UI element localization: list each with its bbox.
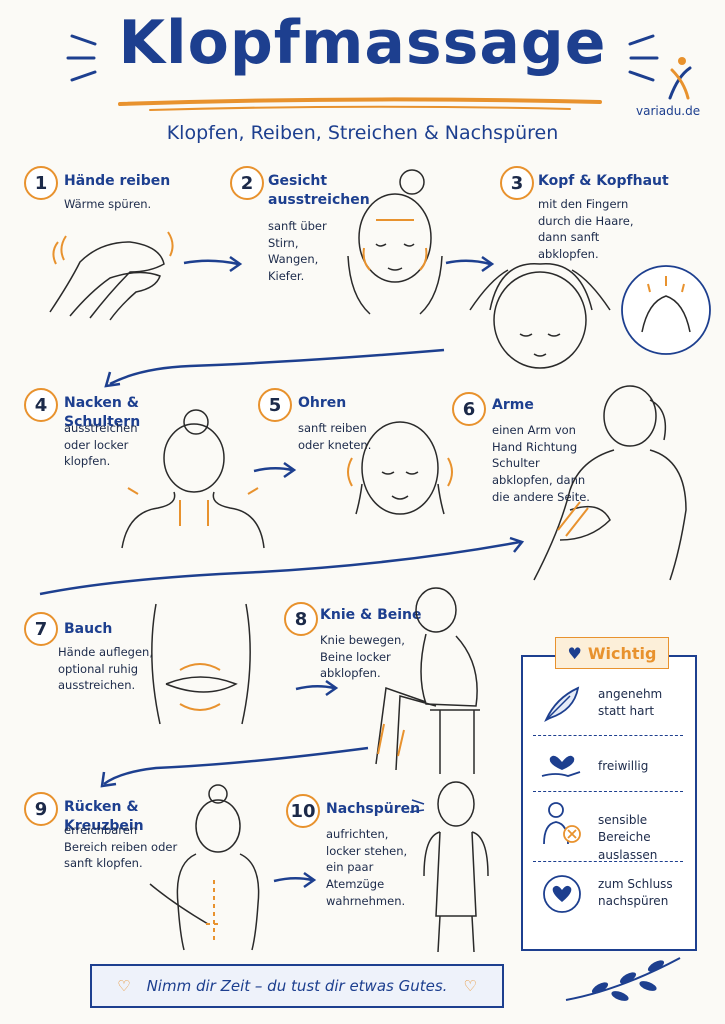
heart-outline-icon: ♡ bbox=[117, 977, 131, 995]
feather-icon bbox=[544, 686, 580, 722]
important-divider bbox=[533, 791, 683, 792]
step-9-number: 9 bbox=[24, 792, 58, 826]
title-decoration bbox=[66, 34, 659, 111]
step-2-title: Gesicht ausstreichen bbox=[268, 173, 370, 208]
leaf-branch-icon bbox=[565, 957, 681, 1001]
important-heading: ♥ Wichtig bbox=[555, 637, 669, 669]
step-3-title: Kopf & Kopfhaut bbox=[538, 173, 669, 189]
arrow-7-to-8 bbox=[295, 679, 339, 697]
step-4-text: ausstreichen oder locker klopfen. bbox=[64, 421, 138, 469]
step-1-title: Hände reiben bbox=[64, 173, 171, 189]
step-2-text: sanft über Stirn, Wangen, Kiefer. bbox=[268, 219, 327, 284]
step-7-number: 7 bbox=[24, 612, 58, 646]
arrow-8-to-9 bbox=[100, 746, 369, 788]
important-heading-label: Wichtig bbox=[587, 643, 657, 663]
step-4-title: Nacken & Schultern bbox=[64, 395, 141, 430]
heart-outline-icon: ♡ bbox=[463, 977, 477, 995]
step-8-number: 8 bbox=[284, 602, 318, 636]
neck-shoulders-illustration bbox=[121, 409, 265, 549]
arms-illustration bbox=[533, 385, 687, 581]
brand-name: variadu.de bbox=[636, 104, 701, 118]
important-item-4: zum Schluss nachspüren bbox=[598, 877, 673, 909]
step-1-text: Wärme spüren. bbox=[64, 197, 152, 211]
step-4-number: 4 bbox=[24, 388, 58, 422]
arrow-9-to-10 bbox=[273, 871, 317, 889]
step-10-text: aufrichten, locker stehen, ein paar Atem… bbox=[326, 827, 408, 908]
page-subtitle: Klopfen, Reiben, Streichen & Nachspüren bbox=[166, 122, 559, 144]
step-6-text: einen Arm von Hand Richtung Schulter abk… bbox=[492, 423, 590, 504]
page-title: Klopfmassage bbox=[118, 8, 607, 78]
important-item-2: freiwillig bbox=[598, 759, 649, 773]
rubbing-hands-illustration bbox=[49, 231, 174, 321]
step-5-number: 5 bbox=[258, 388, 292, 422]
belly-illustration bbox=[151, 603, 251, 725]
step-8-text: Knie bewegen, Beine locker abklopfen. bbox=[320, 633, 405, 681]
scalp-detail-icon bbox=[621, 265, 711, 355]
head-scalp-illustration bbox=[469, 262, 611, 369]
step-3-text: mit den Fingern durch die Haare, dann sa… bbox=[538, 197, 634, 262]
arrow-4-to-5 bbox=[253, 461, 297, 479]
important-item-1: angenehm statt hart bbox=[598, 687, 663, 719]
heart-circle-icon bbox=[543, 875, 581, 913]
arrow-1-to-2 bbox=[183, 255, 243, 273]
important-divider bbox=[533, 735, 683, 736]
step-10-number: 10 bbox=[286, 794, 320, 828]
arrow-3-to-4 bbox=[104, 348, 445, 388]
step-6-title: Arme bbox=[492, 397, 534, 413]
step-6-number: 6 bbox=[452, 392, 486, 426]
ears-illustration bbox=[347, 421, 453, 515]
step-3-number: 3 bbox=[500, 166, 534, 200]
step-9-text: erreichbaren Bereich reiben oder sanft k… bbox=[64, 823, 178, 871]
heart-hand-icon bbox=[541, 755, 581, 777]
step-7-title: Bauch bbox=[64, 621, 113, 637]
arrow-6-to-7 bbox=[39, 536, 525, 596]
important-item-3: sensible Bereiche auslassen bbox=[598, 813, 658, 862]
step-2-number: 2 bbox=[230, 166, 264, 200]
step-5-title: Ohren bbox=[298, 395, 347, 411]
standing-breathing-illustration bbox=[410, 781, 489, 953]
step-7-text: Hände auflegen, optional ruhig ausstreic… bbox=[58, 645, 153, 693]
step-1-number: 1 bbox=[24, 166, 58, 200]
footer-banner-text: Nimm dir Zeit – du tust dir etwas Gutes. bbox=[146, 977, 448, 995]
step-10-title: Nachspüren bbox=[326, 801, 421, 817]
arrow-2-to-3 bbox=[445, 255, 495, 273]
step-9-title: Rücken & Kreuzbein bbox=[64, 799, 144, 834]
knees-legs-illustration bbox=[375, 587, 480, 774]
brand-logo-icon bbox=[668, 57, 692, 100]
face-stroking-illustration bbox=[347, 169, 443, 315]
person-cross-icon bbox=[543, 802, 581, 845]
important-divider bbox=[533, 861, 683, 862]
step-5-text: sanft reiben oder kneten. bbox=[298, 421, 372, 452]
step-8-title: Knie & Beine bbox=[320, 607, 422, 623]
back-sacrum-illustration bbox=[149, 784, 260, 951]
heart-icon: ♥ bbox=[567, 643, 582, 663]
footer-banner: ♡ Nimm dir Zeit – du tust dir etwas Gute… bbox=[90, 964, 504, 1008]
important-box bbox=[521, 655, 697, 951]
